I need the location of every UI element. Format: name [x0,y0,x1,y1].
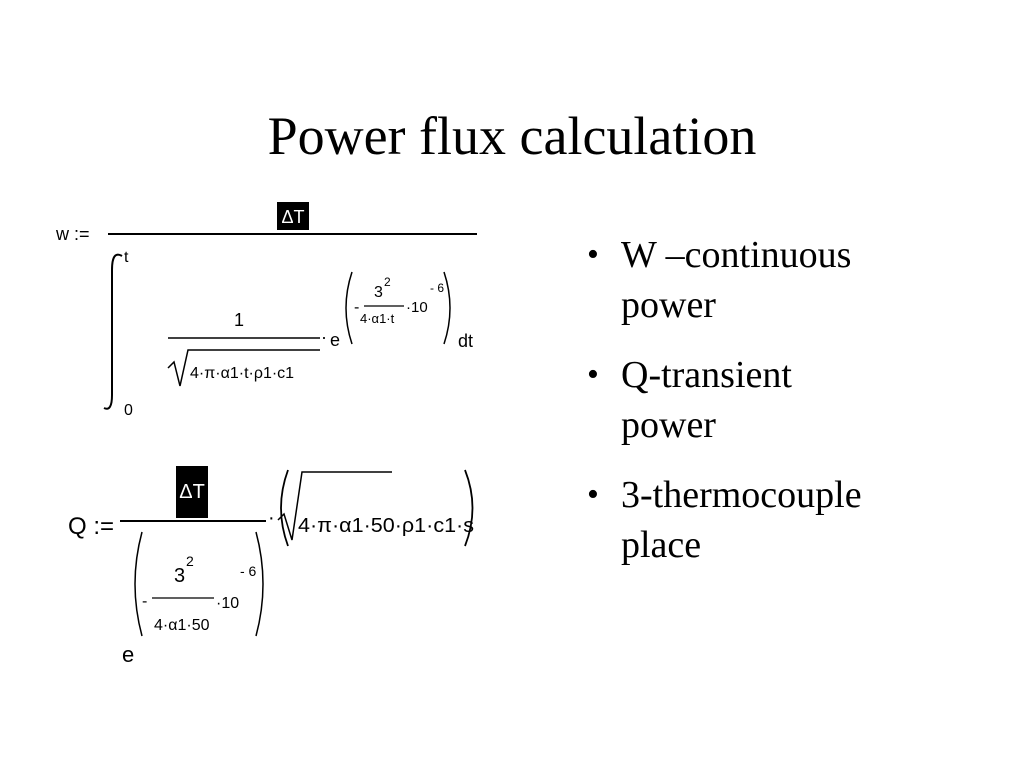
bullet-marker: • [587,476,599,513]
w-differential: dt [458,331,473,351]
q-right-paren [464,469,474,547]
w-exp-num-power: 2 [384,275,391,289]
w-integral-sign [103,253,123,410]
w-base-e: e [330,330,340,350]
q-exp-right-paren [255,531,264,637]
w-formula: w := ΔT t 0 1 4·π·α1·t·ρ1·c1 · e - 3 2 4… [55,202,477,419]
q-dot: · [268,507,275,529]
w-lower-limit: 0 [124,402,133,419]
bullet-text-line2: power [621,284,716,326]
w-exp-factor-power: - 6 [430,281,444,295]
w-exp-left-paren [345,271,353,345]
w-exp-factor: ·10 [406,299,428,316]
q-delta-t-box [176,466,208,518]
q-exp-num: 3 [174,565,185,587]
q-exp-minus: - [142,593,147,610]
bullet-list: • W –continuous power • Q-transient powe… [585,230,1015,590]
w-numerator: ΔT [281,207,304,227]
q-formula: Q := ΔT · 4·π·α1·50·ρ1·c1·s e - 3 2 4·α1… [68,466,474,667]
q-base-e: e [122,642,134,667]
formula-area: w := ΔT t 0 1 4·π·α1·t·ρ1·c1 · e - 3 2 4… [40,190,510,680]
q-exp-left-paren [134,531,143,637]
bullet-item-continuous-power: • W –continuous power [585,230,1015,330]
w-exp-num: 3 [374,284,383,301]
w-exp-minus: - [354,299,359,316]
bullet-text-line1: W –continuous [621,234,852,276]
q-sqrt-sign [277,471,392,541]
bullet-text-line2: power [621,404,716,446]
w-upper-limit: t [124,249,129,266]
bullet-item-thermocouple-place: • 3-thermocouple place [585,470,1015,570]
w-sqrt-content: 4·π·α1·t·ρ1·c1 [190,365,294,382]
q-exp-num-power: 2 [186,553,194,569]
q-numerator: ΔT [179,481,205,503]
w-exp-den: 4·α1·t [360,311,395,326]
q-left-paren [280,469,289,547]
w-sqrt-sign [167,349,320,387]
bullet-item-transient-power: • Q-transient power [585,350,1015,450]
bullet-text-line2: place [621,524,702,566]
q-sqrt-content: 4·π·α1·50·ρ1·c1·s [298,515,474,537]
w-delta-t-box [277,202,309,230]
bullet-marker: • [587,356,599,393]
w-dot: · [321,327,327,347]
q-lhs: Q := [68,513,114,540]
q-exp-factor-power: - 6 [240,563,257,579]
w-inner-numerator: 1 [234,310,244,330]
bullet-text-line1: 3-thermocouple [621,474,862,516]
q-exp-factor: ·10 [216,595,239,612]
bullet-marker: • [587,236,599,273]
bullet-text-line1: Q-transient [621,354,792,396]
q-exp-den: 4·α1·50 [154,617,210,634]
slide-title: Power flux calculation [267,106,757,166]
w-lhs: w := [55,224,90,244]
w-exp-right-paren [443,271,451,345]
